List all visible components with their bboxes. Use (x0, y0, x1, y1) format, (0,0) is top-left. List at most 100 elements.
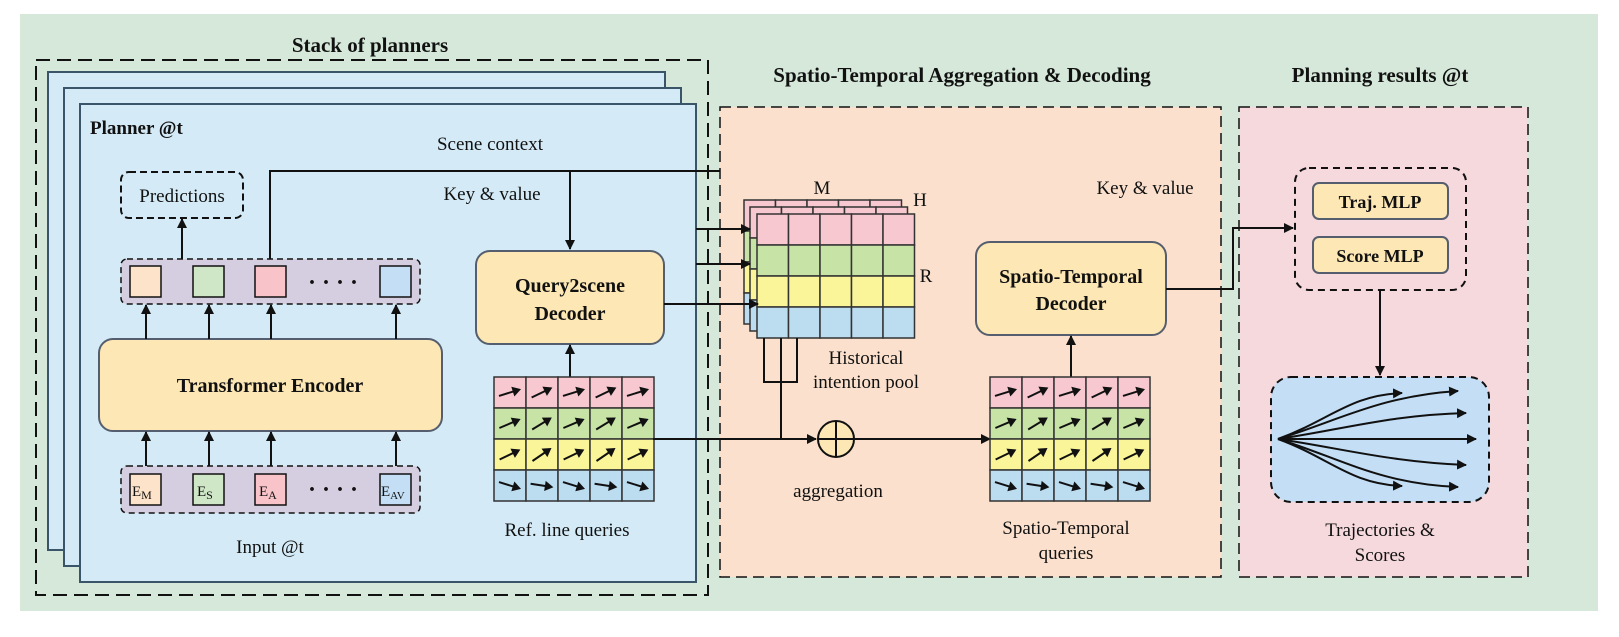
pool-layer (756, 213, 916, 339)
direction-arrow-head (1038, 386, 1049, 396)
direction-arrow-head (574, 417, 585, 428)
grid-cell (819, 306, 853, 339)
aggregation-plus-icon (817, 420, 855, 458)
input-token-av (379, 473, 412, 506)
direction-arrow-head (1007, 386, 1018, 397)
direction-arrow-head (575, 386, 586, 397)
score-mlp-box (1312, 236, 1449, 274)
direction-arrow-head (511, 386, 522, 397)
direction-arrow-head (1007, 481, 1018, 492)
direction-arrow-head (574, 448, 585, 458)
direction-arrow-head (605, 417, 616, 427)
direction-arrow-head (1006, 417, 1017, 428)
input-token-a (254, 473, 287, 506)
input-label-a: EA (259, 484, 277, 502)
direction-arrow-head (511, 481, 522, 492)
stack-of-planners-frame (35, 59, 709, 596)
st-queries-label-line1: Spatio-Temporal (1002, 518, 1129, 539)
transformer-encoder-label: Transformer Encoder (177, 375, 364, 397)
direction-arrow-head (1071, 386, 1082, 397)
input-label-s: ES (197, 484, 213, 502)
token-red (254, 265, 287, 298)
planner-title: Planner @t (90, 118, 183, 139)
token-dots: · · · · (308, 270, 358, 296)
grid-cell (787, 275, 821, 308)
input-dots: · · · · (308, 477, 358, 503)
st-decoder-label-line1: Spatio-Temporal (999, 266, 1143, 288)
direction-arrow-head (1070, 448, 1081, 458)
pool-dim-r: R (920, 266, 933, 287)
grid-cell (819, 244, 853, 277)
direction-arrow-head (1135, 481, 1146, 492)
grid-cell (850, 244, 884, 277)
st-queries-grid (989, 376, 1151, 502)
pool-dim-m: M (814, 178, 831, 199)
direction-arrow-head (1104, 480, 1114, 492)
trajectories-label-line2: Scores (1355, 545, 1406, 566)
direction-arrow-head (541, 447, 552, 458)
grid-cell (756, 244, 790, 277)
direction-arrow-head (541, 417, 552, 427)
st-queries-label-line2: queries (1039, 543, 1094, 564)
direction-arrow-head (1134, 417, 1145, 428)
stack-title: Stack of planners (292, 33, 448, 57)
grid-cell (882, 244, 916, 277)
encoder-to-token-arrows (141, 304, 401, 339)
st-decoder-label-line2: Decoder (1035, 293, 1106, 315)
grid-cell (882, 213, 916, 246)
direction-arrow-head (638, 448, 649, 458)
grid-cell (850, 275, 884, 308)
score-mlp-label: Score MLP (1336, 246, 1423, 266)
direction-arrow-head (638, 417, 649, 428)
aggregation-label: aggregation (793, 481, 883, 502)
key-value-left-label: Key & value (443, 184, 540, 205)
st-decoder-to-mlp-arrow (1166, 223, 1294, 290)
grid-cell (1021, 469, 1055, 502)
traj-mlp-label: Traj. MLP (1339, 192, 1422, 212)
direction-arrow-head (544, 480, 554, 492)
grid-cell (850, 213, 884, 246)
aggregation-section-title: Spatio-Temporal Aggregation & Decoding (773, 63, 1151, 87)
grid-cell (787, 306, 821, 339)
grid-cell (621, 469, 655, 502)
traj-mlp-box (1312, 182, 1449, 220)
grid-cell (819, 275, 853, 308)
direction-arrow-head (1006, 448, 1017, 458)
grid-cell (989, 407, 1023, 440)
pool-label-line1: Historical (829, 348, 904, 369)
token-pink (129, 265, 162, 298)
direction-arrow-head (575, 481, 586, 492)
pool-label-line2: intention pool (813, 372, 919, 393)
grid-cell (819, 213, 853, 246)
input-to-encoder-arrows (141, 431, 401, 466)
grid-cell (882, 306, 916, 339)
query2scene-decoder-box (475, 250, 665, 345)
direction-arrow-head (605, 447, 616, 458)
grid-cell (756, 213, 790, 246)
direction-arrow-head (1037, 447, 1048, 458)
query2scene-label-line2: Decoder (534, 303, 605, 325)
token-green (192, 265, 225, 298)
grid-cell (882, 275, 916, 308)
trajectory-fan (1277, 386, 1477, 492)
direction-arrow-head (510, 417, 521, 428)
direction-arrow-head (606, 386, 617, 396)
pool-to-aggregation-lines (763, 338, 798, 439)
direction-arrow-head (1101, 417, 1112, 427)
token-blue (379, 265, 412, 298)
into-pool-arrows (664, 224, 759, 309)
direction-arrow-head (542, 386, 553, 396)
grid-cell (493, 469, 527, 502)
direction-arrow-head (1102, 386, 1113, 396)
grid-cell (756, 306, 790, 339)
direction-arrow-head (1101, 447, 1112, 458)
grid-cell (787, 244, 821, 277)
direction-arrow-head (1040, 480, 1050, 492)
direction-arrow-head (1134, 448, 1145, 458)
historical-intention-pool (743, 199, 916, 339)
direction-arrow-head (1071, 481, 1082, 492)
spatio-temporal-decoder-box (975, 241, 1167, 336)
grid-cell (756, 275, 790, 308)
trajectories-label-line1: Trajectories & (1325, 520, 1435, 541)
direction-arrow-head (510, 448, 521, 458)
